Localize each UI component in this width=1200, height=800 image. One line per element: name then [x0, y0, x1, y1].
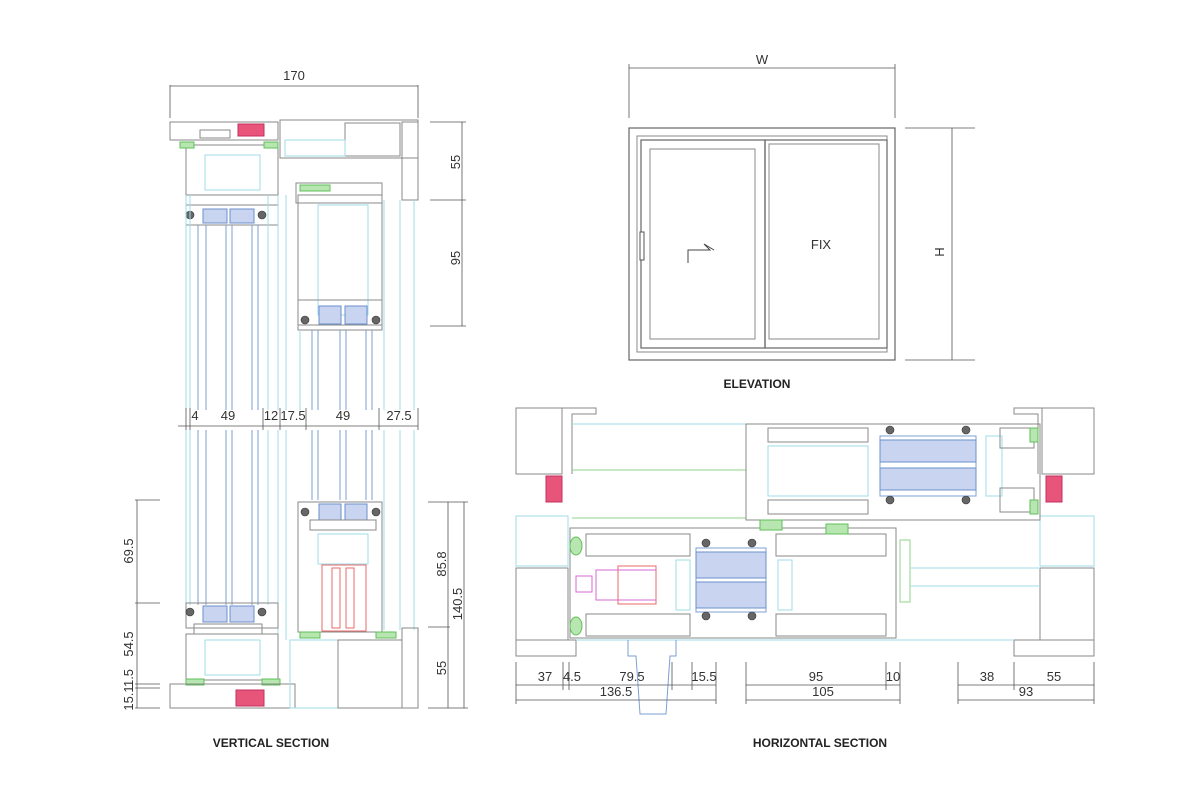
elevation-title: ELEVATION	[724, 377, 791, 391]
dim-4: 4	[191, 408, 198, 423]
dim-85-8: 85.8	[434, 551, 449, 576]
dim-93: 93	[1019, 684, 1033, 699]
dim-1-5: 1.5	[121, 669, 136, 687]
dim-49-left: 49	[221, 408, 235, 423]
dim-12: 12	[264, 408, 278, 423]
dim-105: 105	[812, 684, 834, 699]
horizontal-section-title: HORIZONTAL SECTION	[753, 736, 887, 750]
dim-15-1: 15.1	[121, 685, 136, 710]
slide-direction-arrow-icon	[687, 243, 715, 263]
handle-icon	[639, 231, 645, 261]
dim-37: 37	[538, 669, 552, 684]
dim-15-5: 15.5	[691, 669, 716, 684]
dim-38: 38	[980, 669, 994, 684]
vertical-section: 170	[121, 68, 468, 750]
drain-channel	[627, 640, 677, 715]
dim-79-5: 79.5	[619, 669, 644, 684]
height-label: H	[932, 247, 947, 256]
dim-170: 170	[283, 68, 305, 83]
dim-69-5: 69.5	[121, 538, 136, 563]
dim-140-5: 140.5	[450, 588, 465, 621]
horizontal-section: 37 4.5 79.5 15.5 95 10 38 55 136.5 105 9…	[515, 407, 1095, 750]
dim-55-h: 55	[1047, 669, 1061, 684]
dim-54-5: 54.5	[121, 631, 136, 656]
dim-27-5: 27.5	[386, 408, 411, 423]
dim-17-5: 17.5	[280, 408, 305, 423]
width-label: W	[756, 52, 769, 67]
dim-136-5: 136.5	[600, 684, 633, 699]
dim-55-bottom: 55	[434, 661, 449, 675]
dim-49-right: 49	[336, 408, 350, 423]
elevation: W FIX H ELEVATION	[628, 52, 975, 391]
vertical-section-title: VERTICAL SECTION	[213, 736, 329, 750]
dim-55-top: 55	[448, 155, 463, 169]
dim-4-5: 4.5	[563, 669, 581, 684]
dim-95: 95	[448, 251, 463, 265]
dim-95-h: 95	[809, 669, 823, 684]
fix-label: FIX	[811, 237, 832, 252]
dim-10: 10	[886, 669, 900, 684]
